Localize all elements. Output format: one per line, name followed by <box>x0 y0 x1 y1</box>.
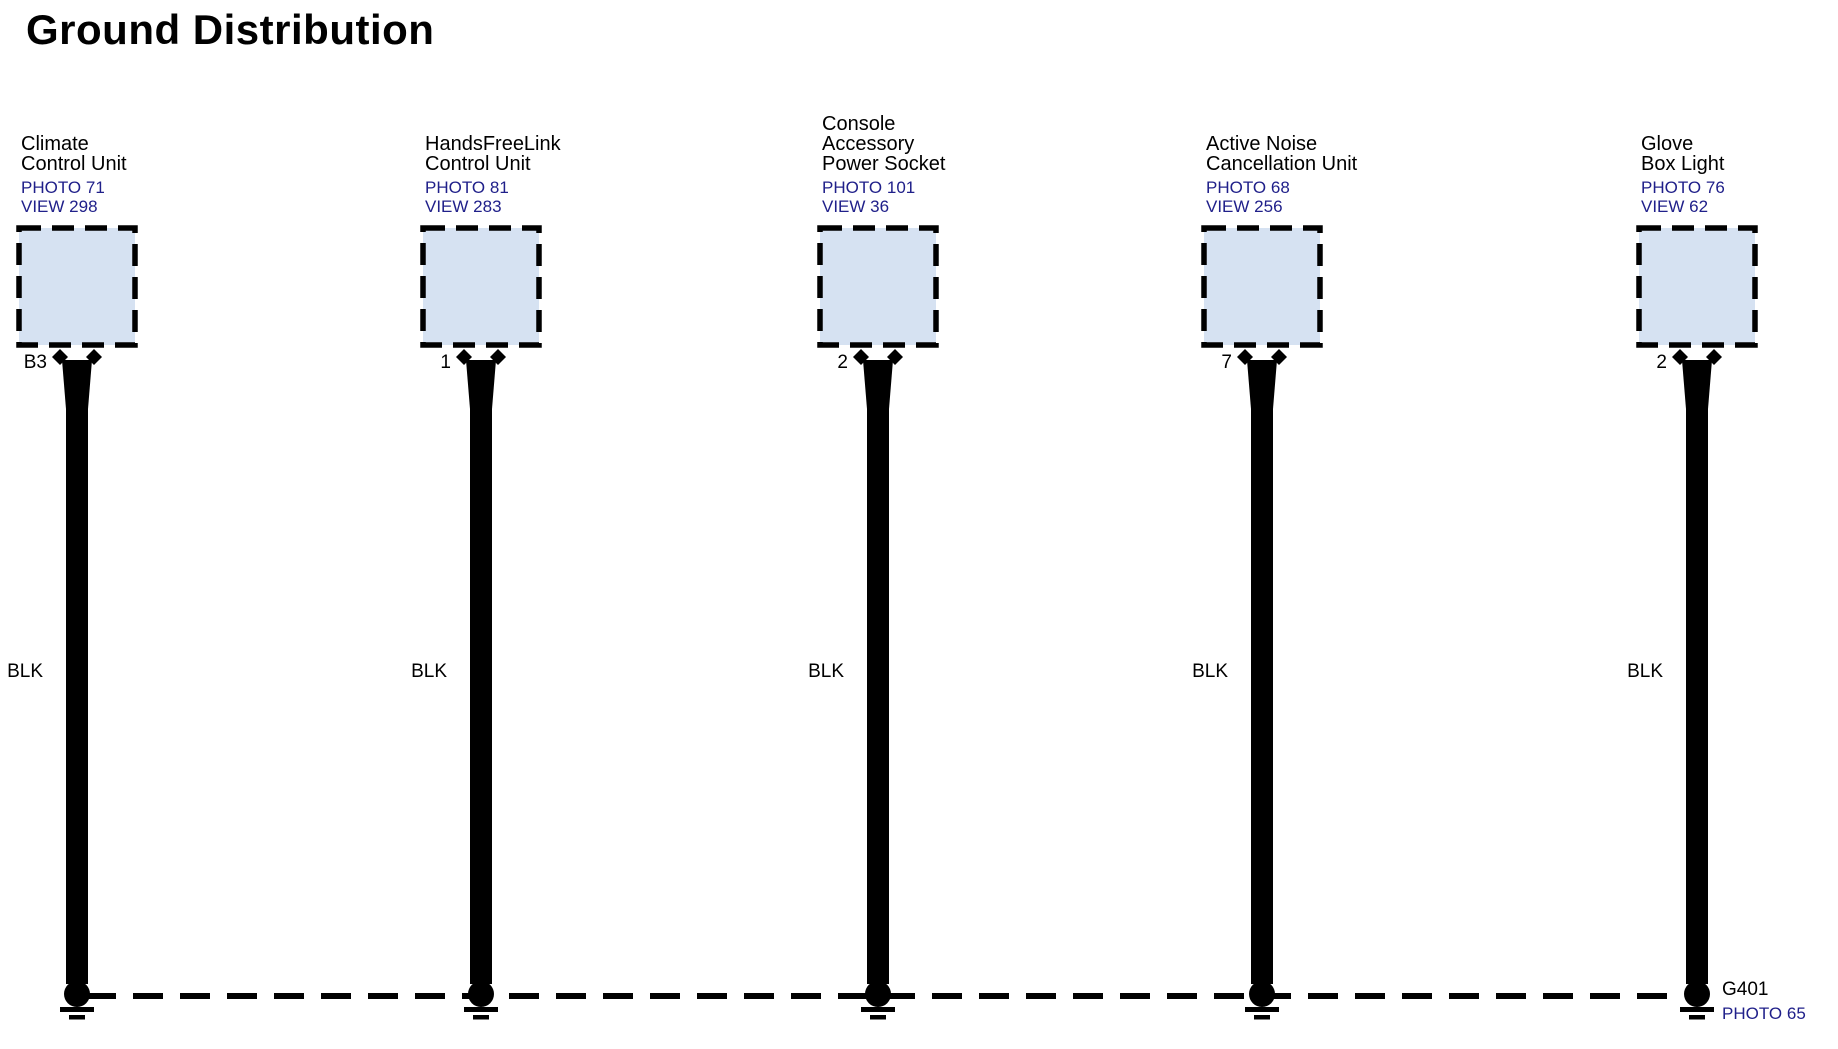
ground-photo-ref[interactable]: PHOTO 65 <box>1722 1004 1806 1023</box>
component-name: HandsFreeLink <box>425 133 561 155</box>
component-box <box>1636 225 1758 348</box>
pin-label: B3 <box>23 352 47 373</box>
wire <box>66 404 88 984</box>
ground-icon <box>464 981 498 1020</box>
ground-icon <box>1245 981 1279 1020</box>
pin-label: 1 <box>440 352 451 373</box>
connector-pin-icon <box>853 349 903 409</box>
ground-icon <box>861 981 895 1020</box>
component-box <box>817 225 939 348</box>
pin-label: 2 <box>1656 352 1667 373</box>
view-ref[interactable]: VIEW 283 <box>425 197 502 216</box>
pin-label: 2 <box>837 352 848 373</box>
component-name: Console <box>822 113 896 135</box>
component-box <box>16 225 138 348</box>
view-ref[interactable]: VIEW 36 <box>822 197 890 216</box>
component-name: Active Noise <box>1206 133 1318 155</box>
wire-color-label: BLK <box>1627 661 1663 682</box>
connector-pin-icon <box>52 349 102 409</box>
component-name: Box Light <box>1641 153 1725 175</box>
wire-color-label: BLK <box>411 661 447 682</box>
ground-label: G401 <box>1722 979 1769 1000</box>
wire <box>1686 404 1708 984</box>
photo-ref[interactable]: PHOTO 71 <box>21 178 105 197</box>
connector-pin-icon <box>1672 349 1722 409</box>
component-name: Glove <box>1641 133 1694 155</box>
component-name: Control Unit <box>425 153 531 175</box>
photo-ref[interactable]: PHOTO 101 <box>822 178 916 197</box>
connector-pin-icon <box>1237 349 1287 409</box>
wire-color-label: BLK <box>1192 661 1228 682</box>
connector-pin-icon <box>456 349 506 409</box>
pin-label: 7 <box>1221 352 1232 373</box>
wire-color-label: BLK <box>7 661 43 682</box>
view-ref[interactable]: VIEW 256 <box>1206 197 1283 216</box>
component-name: Cancellation Unit <box>1206 153 1358 175</box>
component-box <box>1201 225 1323 348</box>
wire <box>1251 404 1273 984</box>
photo-ref[interactable]: PHOTO 68 <box>1206 178 1290 197</box>
page-title: Ground Distribution <box>26 6 435 53</box>
ground-icon <box>1680 981 1714 1020</box>
view-ref[interactable]: VIEW 62 <box>1641 197 1709 216</box>
component-name: Power Socket <box>822 153 946 175</box>
ground-icon <box>60 981 94 1020</box>
view-ref[interactable]: VIEW 298 <box>21 197 98 216</box>
photo-ref[interactable]: PHOTO 81 <box>425 178 509 197</box>
component-name: Control Unit <box>21 153 127 175</box>
wire <box>867 404 889 984</box>
photo-ref[interactable]: PHOTO 76 <box>1641 178 1725 197</box>
wire-color-label: BLK <box>808 661 844 682</box>
component-name: Climate <box>21 133 89 155</box>
wire <box>470 404 492 984</box>
component-name: Accessory <box>822 133 915 155</box>
component-box <box>420 225 542 348</box>
